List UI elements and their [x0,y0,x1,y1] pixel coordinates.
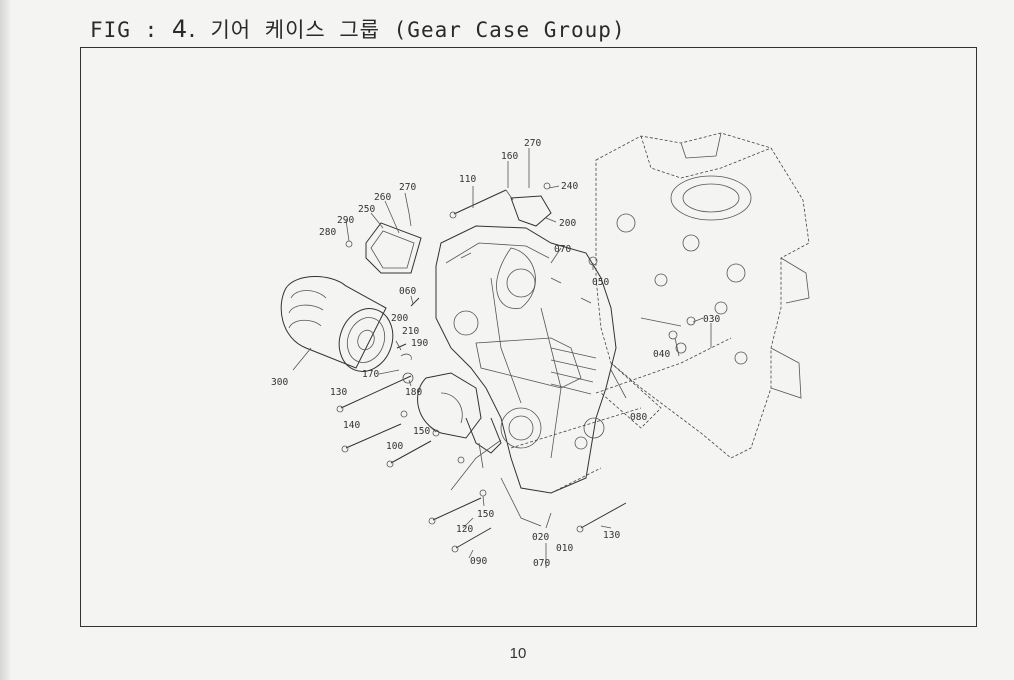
callout-070: 070 [554,244,571,255]
callout-200: 200 [559,218,576,229]
callout-130: 130 [603,530,620,541]
callout-250: 250 [358,204,375,215]
top-cap-drawing [505,182,552,227]
callout-260: 260 [374,192,391,203]
callout-050: 050 [592,277,609,288]
oil-filter-drawing [280,276,394,372]
fig-title-english: (Gear Case Group) [393,18,626,42]
callout-080: 080 [630,412,647,423]
scan-edge [0,0,10,680]
figure-title: FIG : 4. 기어 케이스 그룹 (Gear Case Group) [90,14,626,44]
callout-210: 210 [402,326,419,337]
callout-280: 280 [319,227,336,238]
callout-290: 290 [337,215,354,226]
callout-070: 070 [533,558,550,569]
callout-120: 120 [456,524,473,535]
fig-title-korean: 기어 케이스 그룹 [210,18,380,42]
callout-060: 060 [399,286,416,297]
callout-160: 160 [501,151,518,162]
callout-200: 200 [391,313,408,324]
callout-040: 040 [653,349,670,360]
engine-block-drawing [595,132,810,459]
callout-030: 030 [703,314,720,325]
callout-270: 270 [524,138,541,149]
callout-270: 270 [399,182,416,193]
callout-240: 240 [561,181,578,192]
cover-plate-drawing [345,212,422,274]
callout-150: 150 [477,509,494,520]
callout-010: 010 [556,543,573,554]
callout-190: 190 [411,338,428,349]
fig-separator: : [144,18,159,42]
callout-170: 170 [362,369,379,380]
fig-number: 4. [171,15,197,43]
diagram-frame: 270 160 110 240 270 260 250 290 280 200 … [80,47,977,627]
callout-090: 090 [470,556,487,567]
callout-110: 110 [459,174,476,185]
callout-020: 020 [532,532,549,543]
callout-140: 140 [343,420,360,431]
callout-labels: 270 160 110 240 270 260 250 290 280 200 … [271,138,720,569]
callout-150: 150 [413,426,430,437]
bolts-drawing [336,189,696,553]
callout-130: 130 [330,387,347,398]
water-pump-drawing [417,372,502,469]
callout-300: 300 [271,377,288,388]
exploded-view-diagram: 270 160 110 240 270 260 250 290 280 200 … [271,132,810,569]
callout-180: 180 [405,387,422,398]
leader-lines [292,148,732,568]
page-number: 10 [509,645,527,662]
callout-100: 100 [386,441,403,452]
fig-label: FIG [90,18,131,42]
gear-case-drawing [435,225,617,494]
